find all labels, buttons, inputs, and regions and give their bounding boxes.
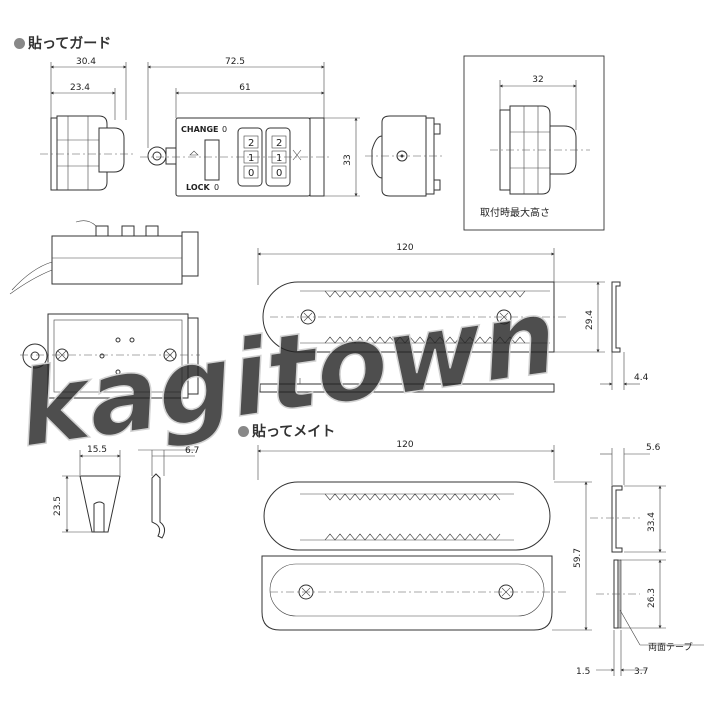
svg-text:0: 0 [222, 125, 227, 134]
guard-front-view: 72.5 61 CHANGE 0 LOCK 0 2 2 1 1 0 0 33 [140, 57, 360, 197]
dim-4-4: 4.4 [634, 373, 649, 383]
guard-title-text: 貼ってガード [28, 36, 112, 52]
dial-left-top: 2 [248, 138, 254, 149]
mate-title-text: 貼ってメイト [252, 424, 336, 440]
guard-right-view [365, 115, 445, 197]
guard-top-view [9, 220, 199, 295]
dim-33: 33 [343, 154, 353, 165]
dim-15-5: 15.5 [87, 445, 107, 455]
dial-left-mid: 1 [248, 153, 254, 164]
dial-right-mid: 1 [276, 153, 282, 164]
mate-side-profile: 5.6 33.4 26.3 両面テープ 1.5 3.7 [576, 443, 704, 677]
dim-120b: 120 [396, 440, 413, 450]
dial-right-bot: 0 [276, 168, 282, 179]
dial-right-top: 2 [276, 138, 282, 149]
dim-5-6: 5.6 [646, 443, 661, 453]
dim-61: 61 [239, 83, 250, 93]
clip-front-view: 15.5 23.5 [53, 445, 121, 533]
guard-side-view: 30.4 23.4 [40, 57, 135, 191]
guard-rack-plate: 120 29.4 4.4 [257, 243, 649, 393]
guard-section-title: 貼ってガード [14, 33, 111, 53]
bullet-icon [238, 426, 249, 437]
bullet-icon [14, 38, 25, 49]
dim-32: 32 [532, 75, 543, 85]
dim-26-3: 26.3 [647, 588, 657, 608]
guard-bottom-view [20, 313, 200, 399]
dim-29-4: 29.4 [585, 310, 595, 330]
dim-59-7: 59.7 [573, 548, 583, 568]
dim-3-7: 3.7 [634, 667, 648, 677]
dim-23-4: 23.4 [70, 83, 90, 93]
dim-72-5: 72.5 [225, 57, 245, 67]
dim-120a: 120 [396, 243, 413, 253]
change-label: CHANGE [181, 125, 218, 134]
dim-30-4: 30.4 [76, 57, 96, 67]
cross-icon [292, 149, 302, 161]
dial-left-bot: 0 [248, 168, 254, 179]
dim-23-5: 23.5 [53, 496, 63, 516]
dim-6-7: 6.7 [185, 446, 199, 456]
dim-1-5: 1.5 [576, 667, 590, 677]
mate-section-title: 貼ってメイト [238, 421, 335, 441]
mount-height-label: 取付時最大高さ [480, 206, 550, 219]
mount-height-box: 32 取付時最大高さ [463, 55, 605, 231]
dim-33-4: 33.4 [647, 512, 657, 532]
svg-text:0: 0 [214, 183, 219, 192]
lock-label: LOCK [186, 183, 210, 192]
clip-side-view: 6.7 [138, 446, 199, 539]
mate-plate: 120 59.7 [257, 440, 592, 631]
tape-label: 両面テープ [648, 642, 692, 653]
